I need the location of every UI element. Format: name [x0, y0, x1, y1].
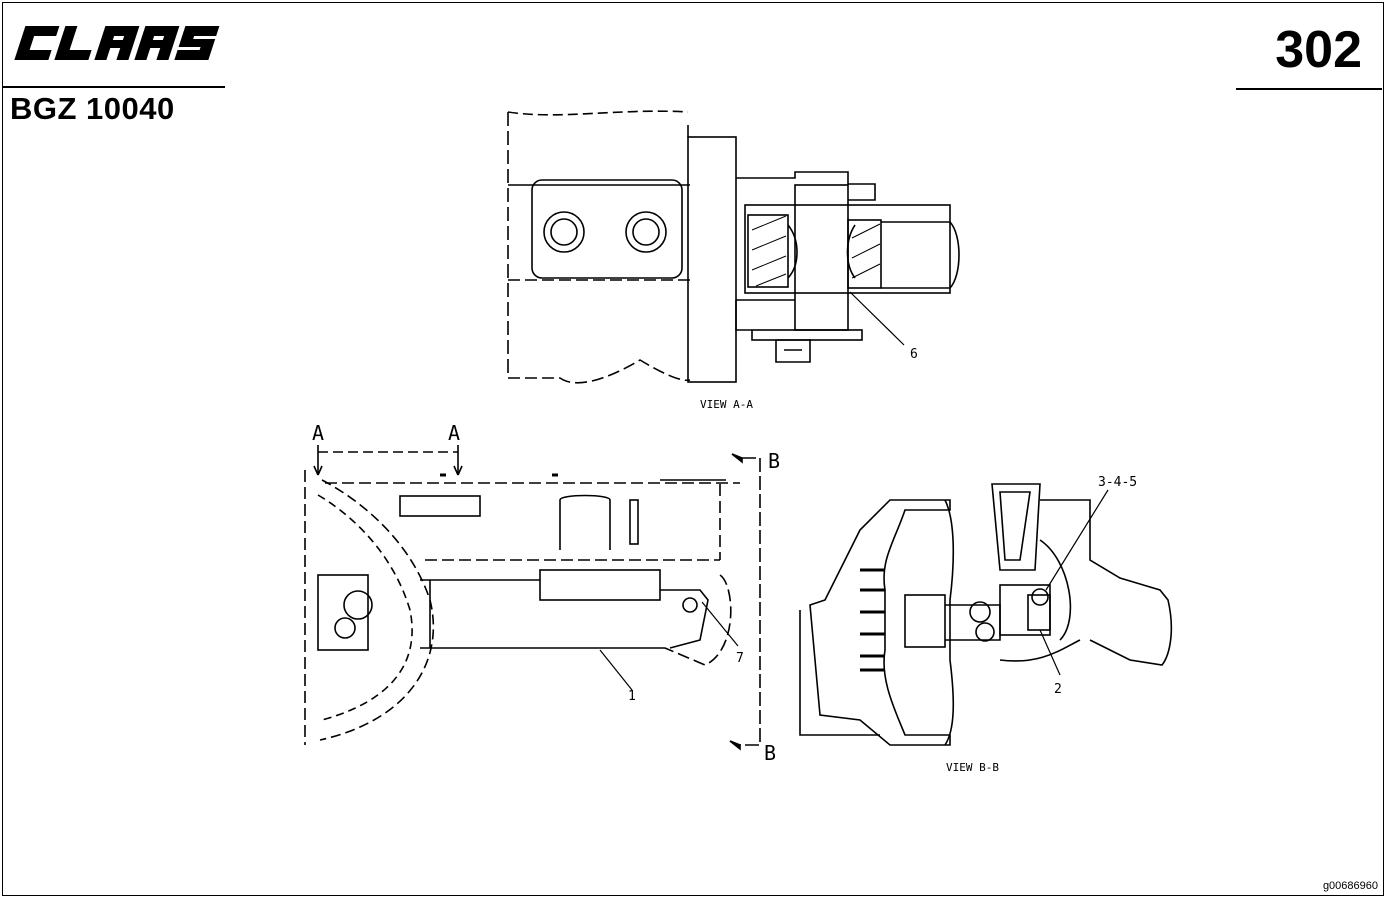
section-marker-a-left: A [312, 421, 324, 445]
brand-rule [2, 86, 225, 88]
callout-3-4-5: 3-4-5 [1098, 475, 1137, 490]
section-marker-b-bottom: B [764, 741, 776, 765]
page-number: 302 [1275, 21, 1362, 79]
callout-2: 2 [1054, 682, 1062, 697]
section-marker-a-right: A [448, 421, 460, 445]
callout-6: 6 [910, 347, 918, 362]
claas-logo [14, 26, 220, 60]
view-bb-drawing [799, 483, 1173, 746]
view-aa-label: VIEW A-A [700, 398, 753, 411]
document-code: BGZ 10040 [10, 91, 175, 126]
page-number-rule [1236, 88, 1382, 90]
view-bb-label: VIEW B-B [946, 761, 999, 774]
main-side-view-drawing [304, 445, 761, 751]
section-marker-b-top: B [768, 449, 780, 473]
view-aa-drawing [507, 110, 960, 384]
callout-7: 7 [736, 651, 744, 666]
image-id: g00686960 [1322, 880, 1378, 892]
callout-1: 1 [628, 689, 636, 704]
